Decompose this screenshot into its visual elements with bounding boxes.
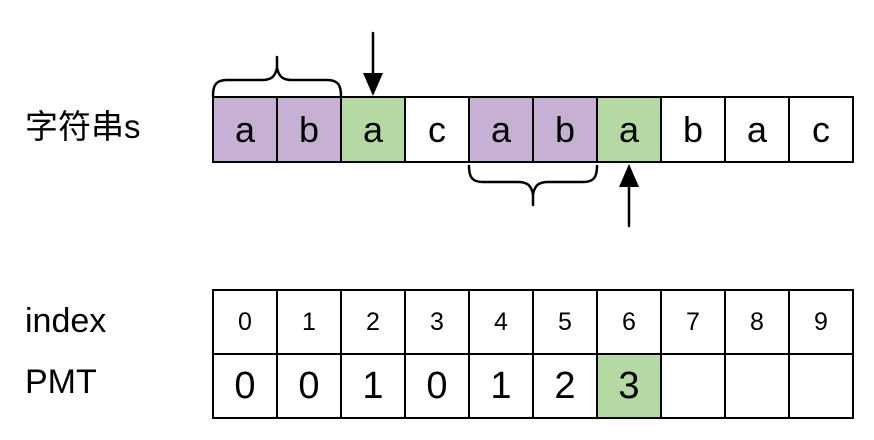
index-cell-9: 9 — [789, 290, 853, 354]
pmt-cell-9 — [789, 354, 853, 418]
string-cell-4: a — [469, 97, 533, 162]
index-cell-6: 6 — [597, 290, 661, 354]
suffix-brace — [467, 164, 599, 196]
string-cell-3: c — [405, 97, 469, 162]
index-cell-0: 0 — [213, 290, 277, 354]
index-cell-4: 4 — [469, 290, 533, 354]
down-arrow-head-icon — [363, 73, 383, 96]
index-cell-3: 3 — [405, 290, 469, 354]
index-cell-5: 5 — [533, 290, 597, 354]
up-arrow-head-icon — [619, 164, 639, 187]
pmt-cell-3: 0 — [405, 354, 469, 418]
string-cell-5: b — [533, 97, 597, 162]
prefix-brace — [211, 66, 343, 98]
string-cell-8: a — [725, 97, 789, 162]
pmt-label: PMT — [25, 363, 97, 401]
string-cell-6: a — [597, 97, 661, 162]
pmt-cell-8 — [725, 354, 789, 418]
string-cell-9: c — [789, 97, 853, 162]
string-cells-row: a b a c a b a b a c — [212, 96, 854, 163]
pmt-cell-1: 0 — [277, 354, 341, 418]
pmt-cell-4: 1 — [469, 354, 533, 418]
string-cell-2: a — [341, 97, 405, 162]
string-label: 字符串s — [25, 108, 141, 145]
string-cell-0: a — [213, 97, 277, 162]
index-cell-1: 1 — [277, 290, 341, 354]
pmt-cell-6: 3 — [597, 354, 661, 418]
index-cell-8: 8 — [725, 290, 789, 354]
pmt-table: 0 1 2 3 4 5 6 7 8 9 0 0 1 0 1 2 3 — [212, 289, 854, 419]
index-cell-7: 7 — [661, 290, 725, 354]
pmt-cell-0: 0 — [213, 354, 277, 418]
pmt-cell-7 — [661, 354, 725, 418]
string-cell-1: b — [277, 97, 341, 162]
index-label: index — [25, 302, 107, 340]
index-cell-2: 2 — [341, 290, 405, 354]
pmt-cell-5: 2 — [533, 354, 597, 418]
string-cell-7: b — [661, 97, 725, 162]
pmt-cell-2: 1 — [341, 354, 405, 418]
